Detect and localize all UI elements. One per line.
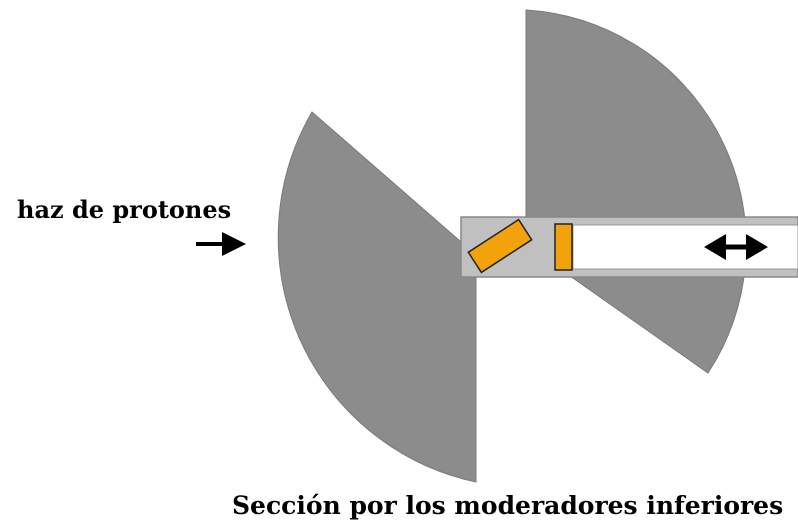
left-sector <box>277 111 477 483</box>
right-arrow-icon <box>196 232 246 256</box>
vertical-moderator <box>554 223 573 271</box>
right-sector <box>525 9 747 374</box>
beam-label: haz de protones <box>17 195 231 224</box>
diagram-caption: Sección por los moderadores inferiores <box>232 491 783 520</box>
tilted-moderator <box>467 218 533 274</box>
double-headed-arrow-icon <box>704 234 768 260</box>
